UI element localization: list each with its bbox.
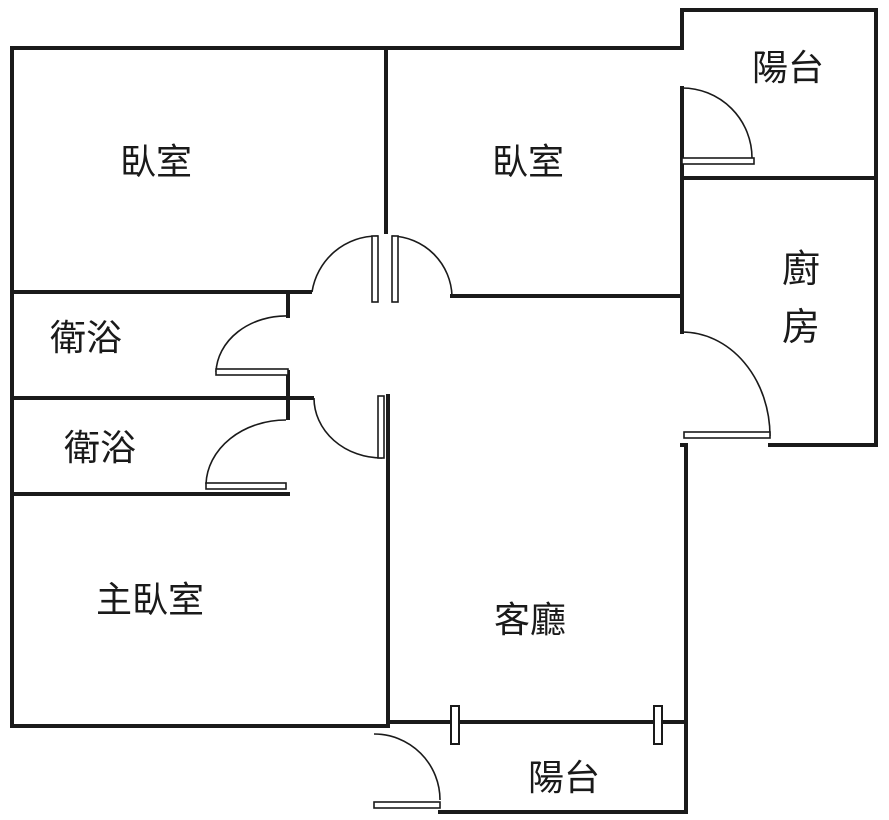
label-living-room: 客廳 bbox=[494, 600, 566, 641]
sliding-door-posts bbox=[450, 705, 663, 745]
outer-walls bbox=[10, 8, 878, 814]
interior-walls bbox=[10, 46, 878, 728]
label-bathroom-lower: 衛浴 bbox=[64, 428, 136, 469]
label-bedroom-left: 臥室 bbox=[120, 142, 192, 183]
door-bedroom-left bbox=[311, 235, 379, 303]
door-kitchen bbox=[681, 331, 771, 439]
door-bedroom-right bbox=[391, 235, 453, 303]
label-bedroom-right: 臥室 bbox=[492, 142, 564, 183]
label-bathroom-upper: 衛浴 bbox=[50, 318, 122, 359]
door-master-bedroom bbox=[313, 395, 385, 459]
door-balcony-top bbox=[681, 87, 755, 165]
door-balcony-bottom bbox=[373, 733, 441, 809]
label-kitchen-line1: 廚 bbox=[782, 247, 820, 291]
door-bathroom-upper bbox=[215, 315, 289, 376]
label-balcony-top: 陽台 bbox=[752, 48, 824, 89]
label-balcony-bottom: 陽台 bbox=[528, 758, 600, 799]
door-bathroom-lower bbox=[205, 419, 287, 490]
label-kitchen-line2: 房 bbox=[782, 305, 820, 349]
label-master-bedroom: 主臥室 bbox=[96, 580, 204, 621]
